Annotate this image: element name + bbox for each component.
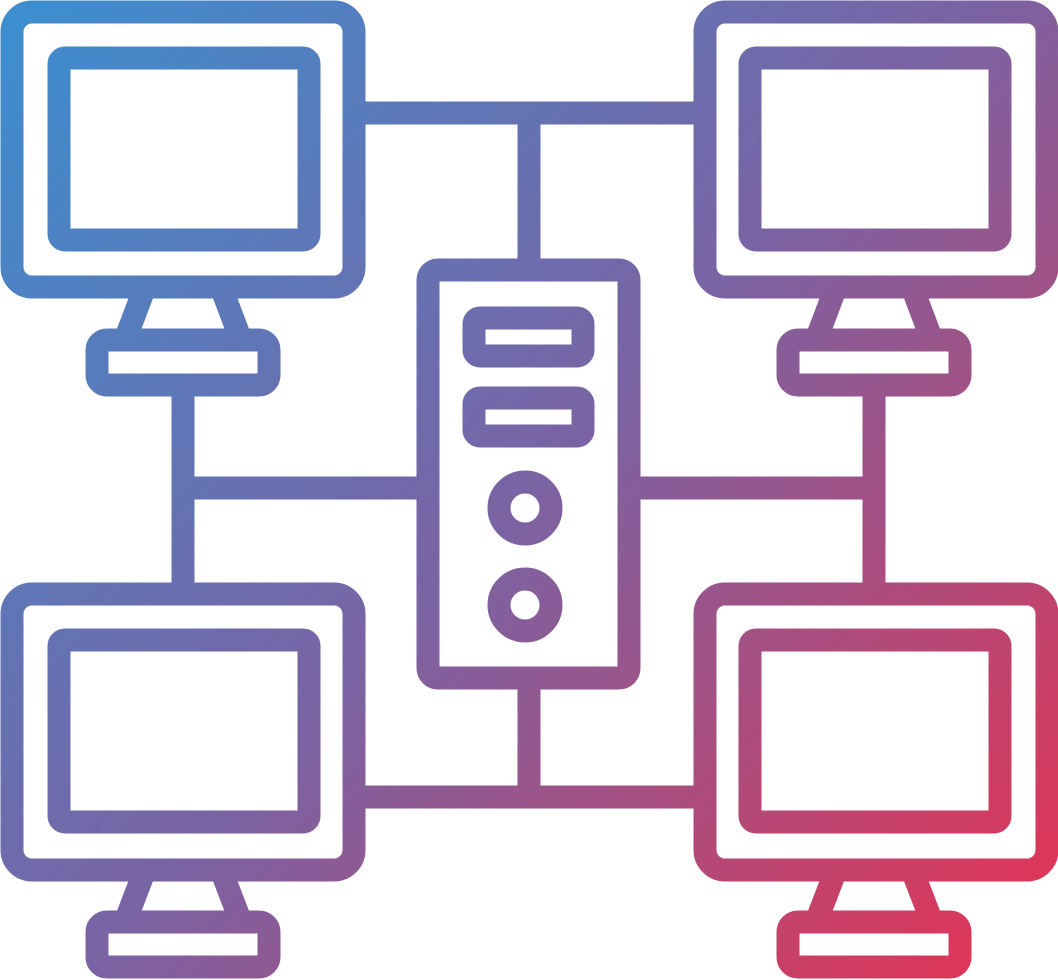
server-case [416,258,641,690]
computer-bottom-left [0,582,366,979]
monitor-screen [47,628,321,834]
computer-top-right [693,0,1058,397]
monitor-screen [738,628,1012,834]
server-slot [462,306,595,368]
computer-bottom-right [693,582,1058,979]
server-slot [462,386,595,448]
monitor-base [776,910,972,979]
monitor-frame [693,0,1058,299]
monitor-frame [0,582,366,882]
server-tower [416,258,641,690]
monitor-screen [47,46,321,252]
server-button [487,567,563,643]
monitor-base [85,328,281,397]
monitor-screen [738,46,1012,252]
monitor-frame [0,0,366,299]
monitor-base [776,328,972,397]
network-connections [171,101,886,809]
monitor-frame [693,582,1058,882]
monitor-base [85,910,281,979]
computer-top-left [0,0,366,397]
server-button [487,470,563,546]
